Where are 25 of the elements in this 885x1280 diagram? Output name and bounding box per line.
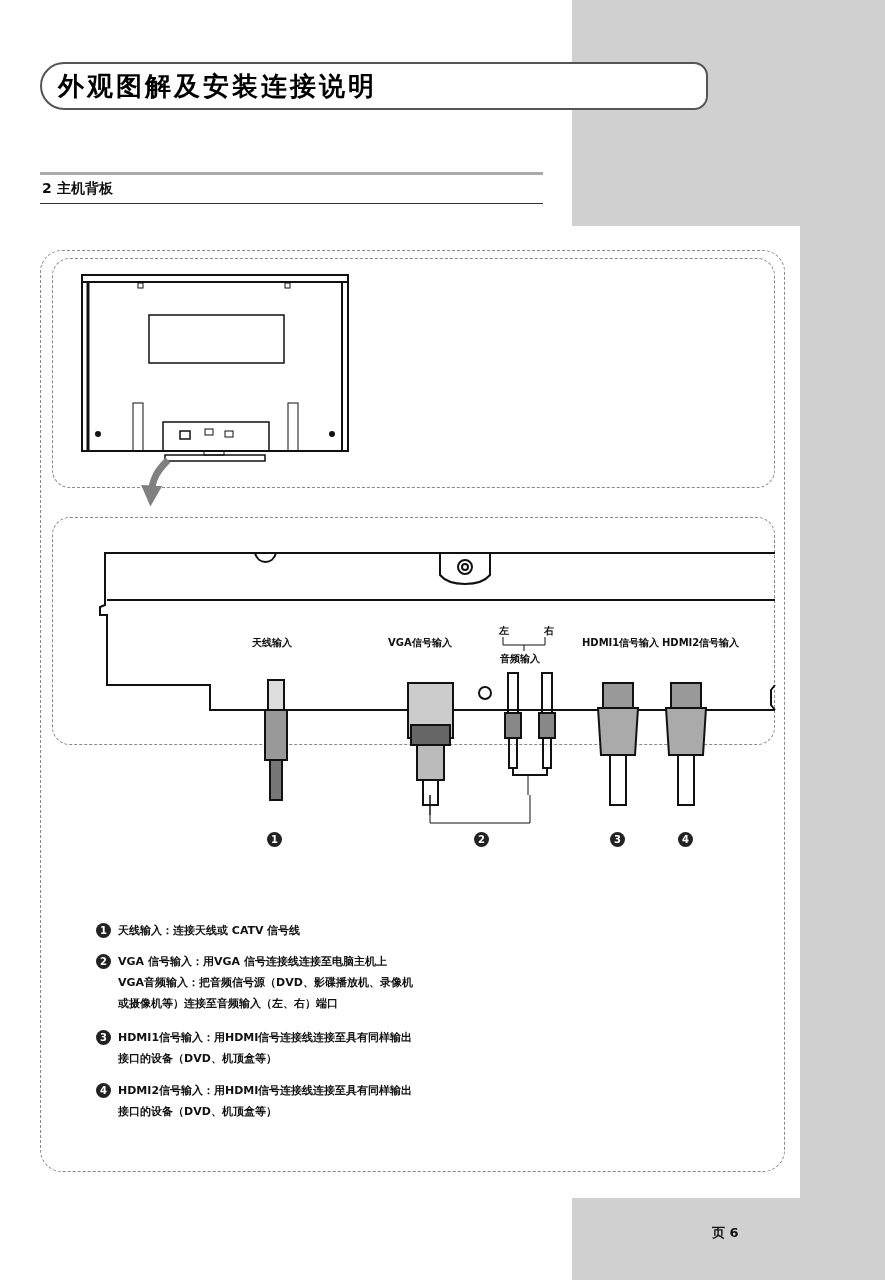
callout-number: 2 (96, 954, 111, 969)
page-number: 页 6 (712, 1224, 739, 1242)
section-heading: 2 主机背板 (42, 180, 113, 198)
description-text: VGA音频输入：把音频信号源（DVD、影碟播放机、录像机或摄像机等）连接至音频输入（左、右）端口 (118, 975, 414, 1012)
description-text: HDMI2信号输入：用HDMI信号连接线连接至具有同样输出接口的设备（DVD、机顶盒等） (118, 1083, 414, 1120)
callout-number: 1 (96, 923, 111, 938)
callout-number: 4 (678, 832, 693, 847)
description-text: VGA 信号输入：用VGA 信号连接线连接至电脑主机上 (118, 954, 388, 970)
callout-number: 4 (96, 1083, 111, 1098)
callout-number: 3 (610, 832, 625, 847)
callout-number: 1 (267, 832, 282, 847)
port-label: VGA信号输入 (388, 636, 452, 650)
description-text: HDMI1信号输入：用HDMI信号连接线连接至具有同样输出接口的设备（DVD、机顶盒等） (118, 1030, 414, 1067)
port-label: HDMI1信号输入 (582, 636, 660, 650)
port-label: 天线输入 (252, 636, 292, 650)
port-label: 右 (544, 624, 554, 638)
curved-arrow (141, 457, 171, 507)
callout-number: 3 (96, 1030, 111, 1045)
callout-number: 2 (474, 832, 489, 847)
port-label: 音频输入 (500, 652, 540, 666)
tv-back-drawing (52, 258, 775, 488)
title-banner: 外观图解及安装连接说明 (40, 62, 708, 110)
port-label: 左 (499, 624, 509, 638)
port-label: HDMI2信号输入 (662, 636, 740, 650)
description-text: 天线输入：连接天线或 CATV 信号线 (118, 923, 302, 939)
